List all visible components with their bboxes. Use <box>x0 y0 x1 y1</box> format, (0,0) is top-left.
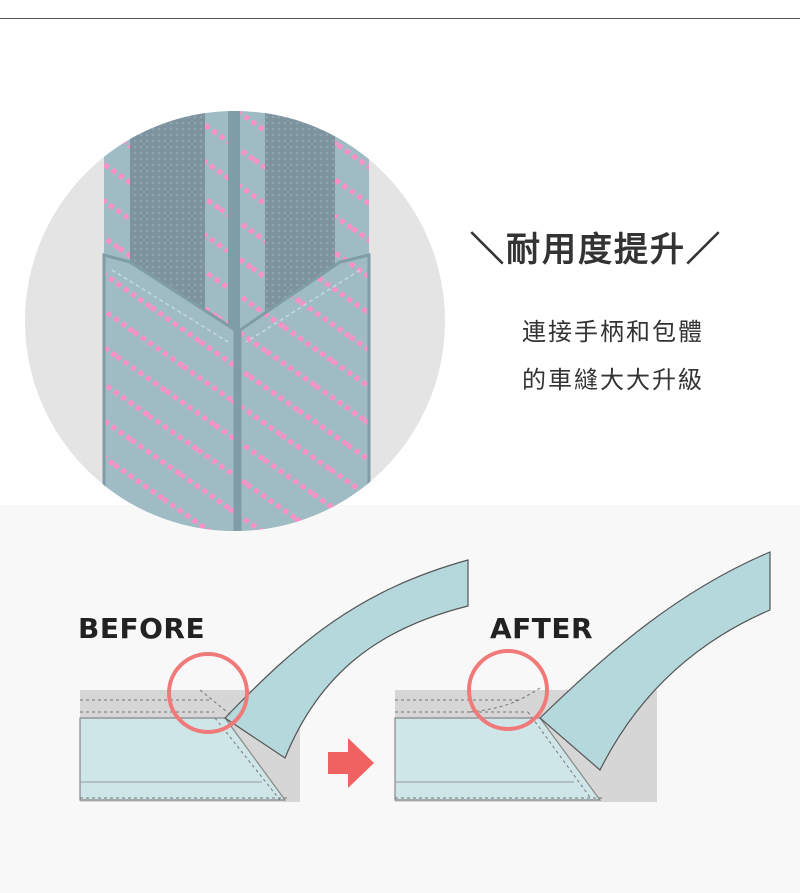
before-strap <box>224 559 469 759</box>
description: 連接手柄和包體 的車縫大大升級 <box>522 308 782 404</box>
description-line-1: 連接手柄和包體 <box>522 318 704 346</box>
before-label: BEFORE <box>78 612 206 645</box>
headline: ＼耐用度提升／ <box>470 222 780 271</box>
top-divider <box>0 18 800 19</box>
headline-text: 耐用度提升 <box>506 230 686 270</box>
after-highlight-circle <box>467 649 549 731</box>
description-line-2: 的車縫大大升級 <box>522 366 704 394</box>
after-strap <box>539 551 771 771</box>
after-label: AFTER <box>490 612 594 645</box>
headline-left-slash: ＼ <box>470 230 506 270</box>
after-diagram <box>394 551 771 802</box>
before-highlight-circle <box>167 652 249 734</box>
right-arrow-icon <box>328 738 374 788</box>
headline-right-slash: ／ <box>686 230 722 270</box>
before-diagram <box>79 559 469 802</box>
